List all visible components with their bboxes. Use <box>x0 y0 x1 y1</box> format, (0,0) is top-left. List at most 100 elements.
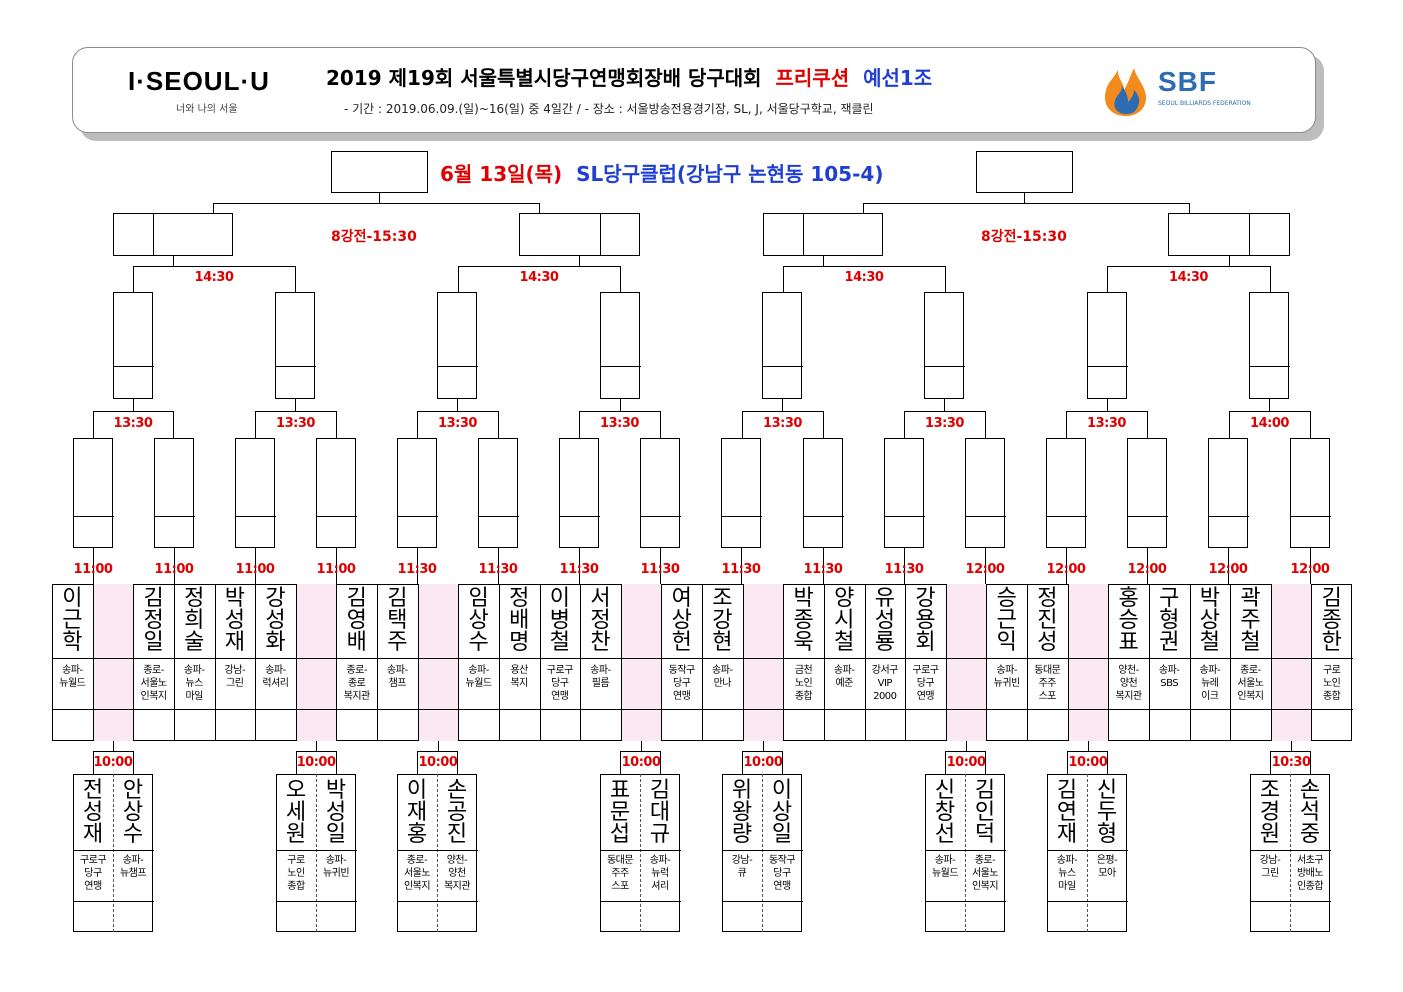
round3-box <box>1249 292 1289 399</box>
row-divider <box>397 850 478 851</box>
divider <box>113 366 154 367</box>
divider <box>1127 516 1168 517</box>
divider <box>600 366 641 367</box>
bracket-line <box>742 411 824 412</box>
divider <box>316 516 357 517</box>
bracket-line <box>660 411 661 438</box>
col-divider <box>296 584 297 741</box>
bracket-line <box>417 751 418 774</box>
bracket-line <box>417 411 499 412</box>
bracket-line <box>457 399 458 411</box>
row-divider <box>1250 850 1331 851</box>
bracket-line <box>1270 266 1271 292</box>
round3-box <box>924 292 964 399</box>
time-1430: 14:30 <box>844 270 884 285</box>
round2-box <box>73 438 113 548</box>
col-divider <box>946 584 947 741</box>
col-divider <box>255 584 256 741</box>
bracket-line <box>1066 548 1067 584</box>
cell-divider <box>113 774 114 932</box>
bracket-line <box>295 399 296 411</box>
row-divider <box>1047 901 1128 902</box>
time-1430: 14:30 <box>194 270 234 285</box>
time-main: 11:00 <box>316 562 356 577</box>
empty-slot <box>417 584 459 741</box>
seoul-logo: I·SEOUL·U <box>128 66 270 96</box>
divider <box>275 366 316 367</box>
row-divider <box>52 658 1353 659</box>
col-divider <box>743 584 744 741</box>
divider <box>640 516 681 517</box>
bracket-line <box>1310 411 1311 438</box>
col-divider <box>1108 584 1109 741</box>
col-divider <box>1190 584 1191 741</box>
bracket-line <box>336 411 337 438</box>
divider <box>1208 516 1249 517</box>
time-round3: 13:30 <box>763 416 802 431</box>
period-info: - 기간 : 2019.06.09.(일)~16(일) 중 4일간 / - 장소… <box>344 102 874 116</box>
time-round3: 13:30 <box>600 416 639 431</box>
row-divider <box>276 850 357 851</box>
empty-slot <box>1067 584 1109 741</box>
prelim-player-club: 송파-뉴귀빈 <box>322 855 350 879</box>
bracket-line <box>1107 399 1108 411</box>
bracket-line <box>417 548 418 584</box>
divider <box>437 366 478 367</box>
row-divider <box>52 709 1353 710</box>
bracket-line <box>823 256 824 266</box>
round8-label-right: 8강전-15:30 <box>981 229 1067 245</box>
row-divider <box>925 901 1006 902</box>
col-divider <box>1311 584 1312 741</box>
col-divider <box>418 584 419 741</box>
time-prelim: 10:00 <box>418 755 458 770</box>
row-divider <box>276 901 357 902</box>
player-club: 송파-필름 <box>590 665 611 689</box>
prelim-player-club: 은평-모아 <box>1096 855 1118 879</box>
round8-box <box>1168 213 1290 256</box>
cell-divider <box>762 774 763 932</box>
col-divider <box>986 584 987 741</box>
time-main: 12:00 <box>1046 562 1086 577</box>
bracket-line <box>620 751 661 752</box>
bracket-line <box>255 548 256 584</box>
bracket-line <box>741 548 742 584</box>
divider <box>73 516 114 517</box>
tournament-title: 2019 제19회 서울특별시당구연맹회장배 당구대회 프리쿠션 예선1조 <box>326 66 933 90</box>
bracket-line <box>783 266 946 267</box>
empty-slot <box>742 584 784 741</box>
bracket-line <box>93 548 94 584</box>
bracket-line <box>133 399 134 411</box>
time-round3: 13:30 <box>276 416 315 431</box>
bracket-line <box>620 751 621 774</box>
bracket-line <box>417 411 418 438</box>
bracket-line <box>1066 411 1067 438</box>
venue-title: 6월 13일(목) SL당구클럽(강남구 논현동 105-4) <box>440 162 884 186</box>
bracket-line <box>660 548 661 584</box>
bracket-line <box>498 411 499 438</box>
time-main: 11:00 <box>73 562 113 577</box>
bracket-line <box>1310 751 1311 774</box>
sbf-logo-text: SBF <box>1158 66 1217 97</box>
time-prelim: 10:00 <box>946 755 986 770</box>
time-main: 11:30 <box>640 562 680 577</box>
bracket-line <box>904 411 986 412</box>
round3-box <box>275 292 315 399</box>
bracket-line <box>966 741 967 751</box>
round3-box <box>1087 292 1127 399</box>
empty-slot <box>1270 584 1312 741</box>
round2-box <box>884 438 924 548</box>
